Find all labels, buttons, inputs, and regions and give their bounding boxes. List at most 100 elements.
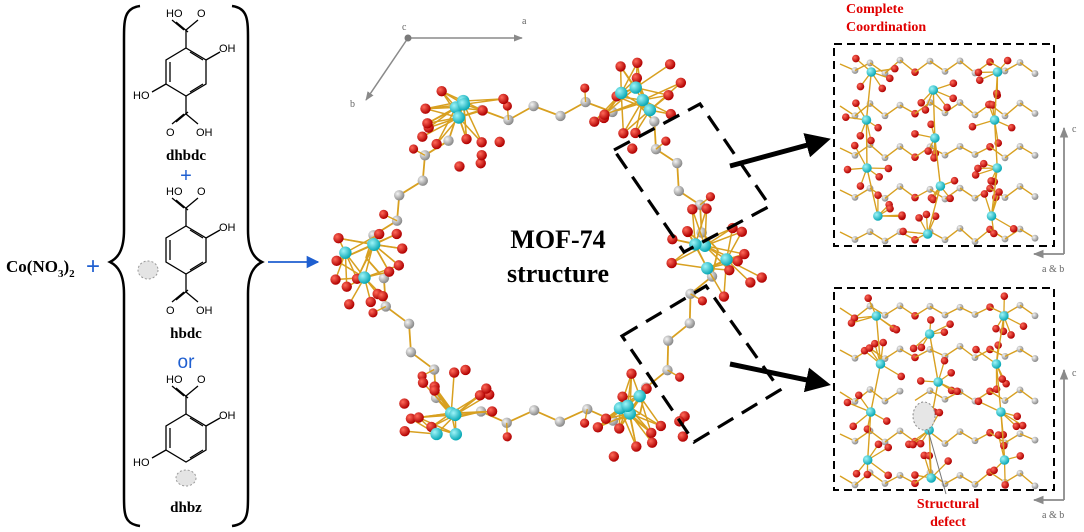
oxygen-atom <box>417 131 428 142</box>
panel-bottom-axis-c: c <box>1072 368 1077 379</box>
oxygen-atom <box>436 85 447 97</box>
carbon-atom <box>941 151 949 159</box>
oxygen-atom <box>477 105 488 116</box>
oxygen-atom <box>1019 322 1028 330</box>
cobalt-atom <box>986 211 997 221</box>
mof74-hexagonal-channel <box>330 57 767 462</box>
carbon-atom <box>501 417 512 429</box>
oxygen-atom <box>886 204 894 213</box>
bond <box>463 98 504 106</box>
bond <box>639 395 652 434</box>
panel-top-axis-c: c <box>1072 124 1077 135</box>
center-label-line2: structure <box>507 259 609 288</box>
oxygen-atom <box>589 116 600 127</box>
oxygen-atom <box>368 308 378 318</box>
oxygen-atom <box>917 343 926 352</box>
carbon-atom <box>555 110 566 122</box>
oxygen-atom <box>926 316 935 324</box>
oxygen-atom <box>448 367 460 378</box>
carbon-atom <box>1031 193 1039 200</box>
molecule-dhbdc <box>151 19 221 125</box>
oxygen-atom <box>935 408 944 417</box>
carbon-atom <box>662 364 673 376</box>
axis-triad-panel-bottom: c a & b <box>1032 368 1077 521</box>
axis-label-c: c <box>402 22 407 33</box>
carbon-atom <box>1031 110 1039 117</box>
oxygen-atom <box>724 264 735 276</box>
bond <box>866 167 879 217</box>
bond <box>990 167 998 217</box>
bond <box>928 333 939 383</box>
oxygen-atom <box>475 158 486 169</box>
panel-top-title-line1: Complete <box>846 2 904 17</box>
oxygen-atom <box>718 291 730 302</box>
oxygen-atom <box>580 83 590 93</box>
oxygen-atom <box>949 94 958 103</box>
oxygen-atom <box>745 277 756 288</box>
cobalt-atom <box>862 455 873 465</box>
hbdc-label-ho-top: HO <box>166 186 183 198</box>
oxygen-atom <box>677 431 689 442</box>
panel-bottom-axis-ab: a & b <box>1042 510 1064 521</box>
cobalt-atom <box>930 133 940 143</box>
carbon-atom <box>582 403 593 415</box>
oxygen-atom <box>383 266 395 277</box>
oxygen-atom <box>420 103 431 114</box>
cobalt-atom <box>862 163 872 173</box>
oxygen-atom <box>417 377 429 388</box>
oxygen-atom <box>1003 56 1012 65</box>
oxygen-atom <box>940 356 949 365</box>
hbdc-name: hbdc <box>170 326 202 342</box>
oxygen-atom <box>675 77 687 88</box>
bond <box>635 63 671 89</box>
oxygen-atom <box>664 59 676 70</box>
oxygen-atom <box>408 144 419 154</box>
oxygen-atom <box>874 123 882 132</box>
carbon-atom <box>671 157 683 169</box>
axis-label-a: a <box>522 16 527 27</box>
carbon-atom <box>896 387 904 395</box>
oxygen-atom <box>687 204 698 215</box>
oxygen-atom <box>974 68 983 77</box>
cobalt-atom <box>633 389 646 403</box>
bond <box>866 411 872 461</box>
cobalt-atom <box>933 377 943 387</box>
bond <box>604 87 637 116</box>
oxygen-atom <box>987 177 995 185</box>
bond <box>993 119 998 169</box>
bond <box>642 82 682 101</box>
oxygen-atom <box>995 188 1003 196</box>
panel-top-title-line2: Coordination <box>846 20 926 35</box>
oxygen-atom <box>884 471 892 480</box>
oxygen-atom <box>663 89 674 101</box>
hbdc-label-oh-bottom: OH <box>196 305 213 317</box>
bond <box>865 71 872 121</box>
oxygen-atom <box>870 339 879 348</box>
cobalt-atom <box>615 86 628 100</box>
axis-label-b: b <box>350 99 355 110</box>
formula-close: ) <box>63 257 69 276</box>
oxygen-atom <box>930 154 938 162</box>
arrow-to-complete-panel <box>729 133 831 169</box>
oxygen-atom <box>878 84 887 93</box>
oxygen-atom <box>600 413 612 424</box>
oxygen-atom <box>399 425 410 437</box>
cobalt-atom <box>643 103 657 117</box>
cobalt-atom <box>430 427 443 441</box>
cobalt-atom <box>449 428 463 441</box>
oxygen-atom <box>1009 225 1018 233</box>
oxygen-atom <box>922 210 931 219</box>
bond <box>704 245 745 255</box>
dhbdc-label-o-bottom: O <box>166 127 175 139</box>
carbon-atom <box>1031 151 1039 159</box>
panel-complete-coordination <box>839 54 1039 245</box>
carbon-atom <box>1031 234 1039 242</box>
bond <box>870 363 882 413</box>
oxygen-atom <box>990 466 998 475</box>
oxygen-atom <box>502 432 512 442</box>
oxygen-atom <box>852 99 860 107</box>
oxygen-atom <box>891 64 899 73</box>
oxygen-atom <box>931 212 940 220</box>
oxygen-atom <box>911 130 919 138</box>
